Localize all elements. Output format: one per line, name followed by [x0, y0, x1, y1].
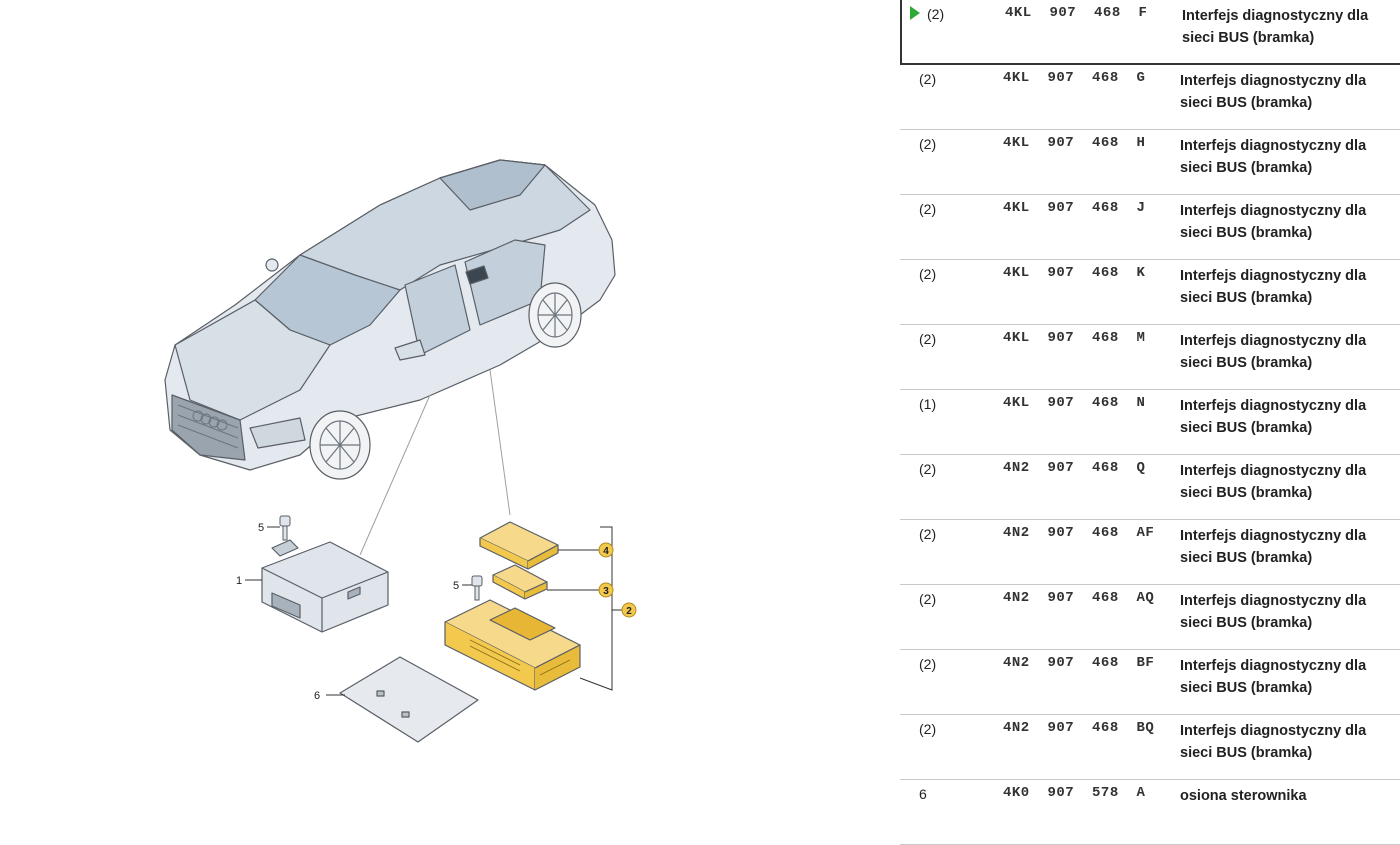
row-description: Interfejs diagnostyczny dla sieci BUS (b… [1180, 723, 1367, 761]
row-quantity: (2) [919, 721, 937, 737]
svg-text:3: 3 [603, 586, 609, 597]
row-part-number: 4N2 907 468 AF [1003, 525, 1155, 541]
part-4-cover [479, 521, 559, 570]
row-divider [900, 324, 1400, 325]
row-divider [900, 454, 1400, 455]
row-description: Interfejs diagnostyczny dla sieci BUS (b… [1180, 658, 1367, 696]
row-quantity: (2) [919, 266, 937, 282]
parts-row[interactable]: (2) 4N2 907 468 Q Interfejs diagnostyczny … [900, 455, 1400, 520]
row-description: Interfejs diagnostyczny dla sieci BUS (b… [1182, 8, 1369, 46]
row-divider [900, 519, 1400, 520]
parts-row[interactable]: (2) 4KL 907 468 J Interfejs diagnostyczny … [900, 195, 1400, 260]
part-1-module [261, 539, 389, 633]
screw-5b [471, 575, 483, 601]
row-divider [900, 649, 1400, 650]
row-description: Interfejs diagnostyczny dla sieci BUS (b… [1180, 593, 1367, 631]
parts-diagram: 5 1 5 6 4 3 2 [164, 159, 637, 743]
parts-row[interactable]: (2) 4N2 907 468 AF Interfejs diagnostyczny… [900, 520, 1400, 585]
row-part-number: 4KL 907 468 N [1003, 395, 1146, 411]
row-quantity: (2) [919, 136, 937, 152]
parts-list: (2) 4KL 907 468 F Interfejs diagnostyczny … [900, 0, 1400, 845]
row-part-number: 4K0 907 578 A [1003, 785, 1146, 801]
row-quantity: (2) [927, 6, 945, 22]
row-description: Interfejs diagnostyczny dla sieci BUS (b… [1180, 528, 1367, 566]
row-divider [900, 389, 1400, 390]
row-part-number: 4KL 907 468 H [1003, 135, 1146, 151]
svg-text:4: 4 [603, 546, 609, 557]
parts-row[interactable]: (2) 4N2 907 468 BF Interfejs diagnostyczny… [900, 650, 1400, 715]
callout-6: 6 [314, 690, 320, 702]
svg-text:2: 2 [626, 606, 632, 617]
row-part-number: 4KL 907 468 M [1003, 330, 1146, 346]
row-quantity: (2) [919, 656, 937, 672]
parts-row[interactable]: (2) 4KL 907 468 M Interfejs diagnostyczny … [900, 325, 1400, 390]
row-description: Interfejs diagnostyczny dla sieci BUS (b… [1180, 333, 1367, 371]
row-part-number: 4N2 907 468 BF [1003, 655, 1155, 671]
row-quantity: (2) [919, 526, 937, 542]
row-divider [900, 779, 1400, 780]
row-quantity: (2) [919, 461, 937, 477]
car-illustration [164, 159, 616, 480]
row-divider [900, 714, 1400, 715]
part-2-control-unit [444, 599, 581, 691]
parts-row[interactable]: (2) 4KL 907 468 F Interfejs diagnostyczny … [900, 0, 1400, 65]
row-description: Interfejs diagnostyczny dla sieci BUS (b… [1180, 203, 1367, 241]
badge-3: 3 [598, 582, 614, 598]
row-part-number: 4N2 907 468 AQ [1003, 590, 1155, 606]
part-3-cover [492, 564, 548, 600]
leader-lines [359, 369, 511, 556]
row-description: Interfejs diagnostyczny dla sieci BUS (b… [1180, 463, 1367, 501]
row-quantity: (1) [919, 396, 937, 412]
row-quantity: (2) [919, 331, 937, 347]
badge-2: 2 [621, 602, 637, 618]
row-part-number: 4N2 907 468 BQ [1003, 720, 1155, 736]
screw-5a [279, 515, 291, 541]
part-6-pad [339, 656, 479, 743]
row-quantity: (2) [919, 591, 937, 607]
row-description: Interfejs diagnostyczny dla sieci BUS (b… [1180, 138, 1367, 176]
parts-row[interactable]: (2) 4N2 907 468 BQ Interfejs diagnostyczny… [900, 715, 1400, 780]
row-description: osiona sterownika [1180, 788, 1307, 804]
callout-5a: 5 [258, 522, 264, 534]
row-quantity: 6 [919, 786, 927, 802]
row-description: Interfejs diagnostyczny dla sieci BUS (b… [1180, 398, 1367, 436]
parts-row[interactable]: (2) 4KL 907 468 H Interfejs diagnostyczny … [900, 130, 1400, 195]
selected-row-marker-icon [910, 6, 920, 20]
row-divider [900, 129, 1400, 130]
row-part-number: 4KL 907 468 J [1003, 200, 1146, 216]
parts-row[interactable]: (2) 4KL 907 468 K Interfejs diagnostyczny … [900, 260, 1400, 325]
parts-row[interactable]: (2) 4KL 907 468 G Interfejs diagnostyczny … [900, 65, 1400, 130]
parts-row[interactable]: 6 4K0 907 578 A osiona sterownika [900, 780, 1400, 845]
row-quantity: (2) [919, 201, 937, 217]
row-part-number: 4KL 907 468 G [1003, 70, 1146, 86]
row-part-number: 4N2 907 468 Q [1003, 460, 1146, 476]
callout-leaders [245, 526, 622, 696]
row-divider [900, 259, 1400, 260]
badge-4: 4 [598, 542, 614, 558]
row-part-number: 4KL 907 468 F [1005, 5, 1148, 21]
row-quantity: (2) [919, 71, 937, 87]
diagram-canvas: 5 1 5 6 4 3 2 [164, 159, 637, 743]
parts-row[interactable]: (1) 4KL 907 468 N Interfejs diagnostyczny … [900, 390, 1400, 455]
row-divider [900, 584, 1400, 585]
row-part-number: 4KL 907 468 K [1003, 265, 1146, 281]
row-description: Interfejs diagnostyczny dla sieci BUS (b… [1180, 73, 1367, 111]
callout-5b: 5 [453, 580, 459, 592]
row-description: Interfejs diagnostyczny dla sieci BUS (b… [1180, 268, 1367, 306]
parts-row[interactable]: (2) 4N2 907 468 AQ Interfejs diagnostyczny… [900, 585, 1400, 650]
row-divider [900, 194, 1400, 195]
callout-1: 1 [236, 575, 242, 587]
